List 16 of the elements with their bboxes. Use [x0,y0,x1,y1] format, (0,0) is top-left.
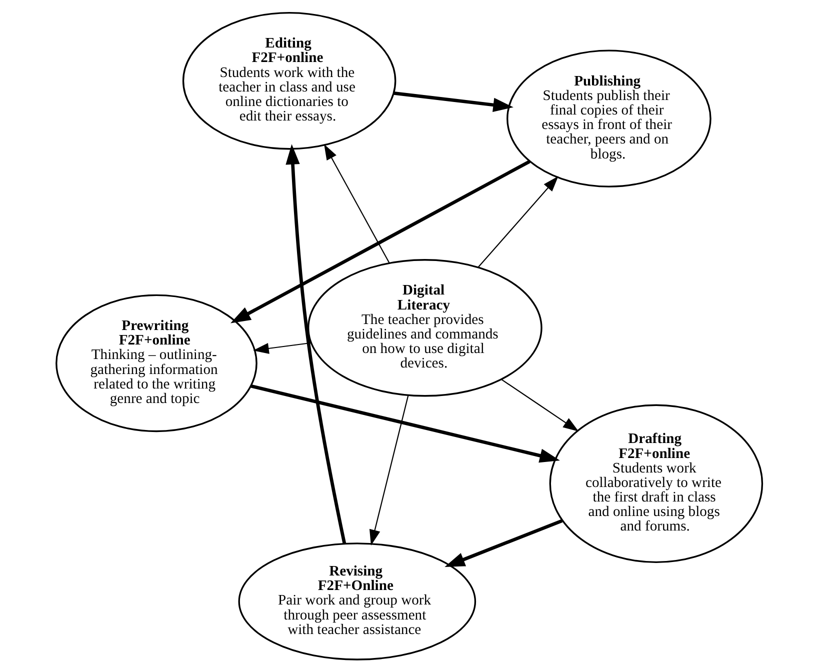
arrow [230,160,530,324]
arrow [250,384,560,463]
arrow [285,144,346,544]
arrow [368,395,408,546]
arrow [444,519,562,568]
arrow [477,176,558,268]
arrow [324,144,390,263]
node-ellipse: Editing F2F+online Students work with the teacher in class and use online dictionaries to edit their essays. [182,12,396,150]
arrow [500,379,578,432]
node-ellipse: Prewriting F2F+online Thinking – outlining- gathering information related to the writing genre and topic [55,294,257,432]
node-ellipse: Drafting F2F+online Students work collaboratively to write the first draft in class and online using blogs and forums. [548,404,763,564]
arrow [252,342,311,354]
node-ellipse: Revising F2F+Online Pair work and group work through peer assessment with teacher assistance [238,542,476,660]
arrow [393,92,513,112]
node-ellipse: Digital Literacy The teacher provides guidelines and commands on how to use digital devices. [307,259,542,397]
node-ellipse: Publishing Students publish their final copies of their essays in front of their teacher, peers and on blogs. [506,50,711,188]
